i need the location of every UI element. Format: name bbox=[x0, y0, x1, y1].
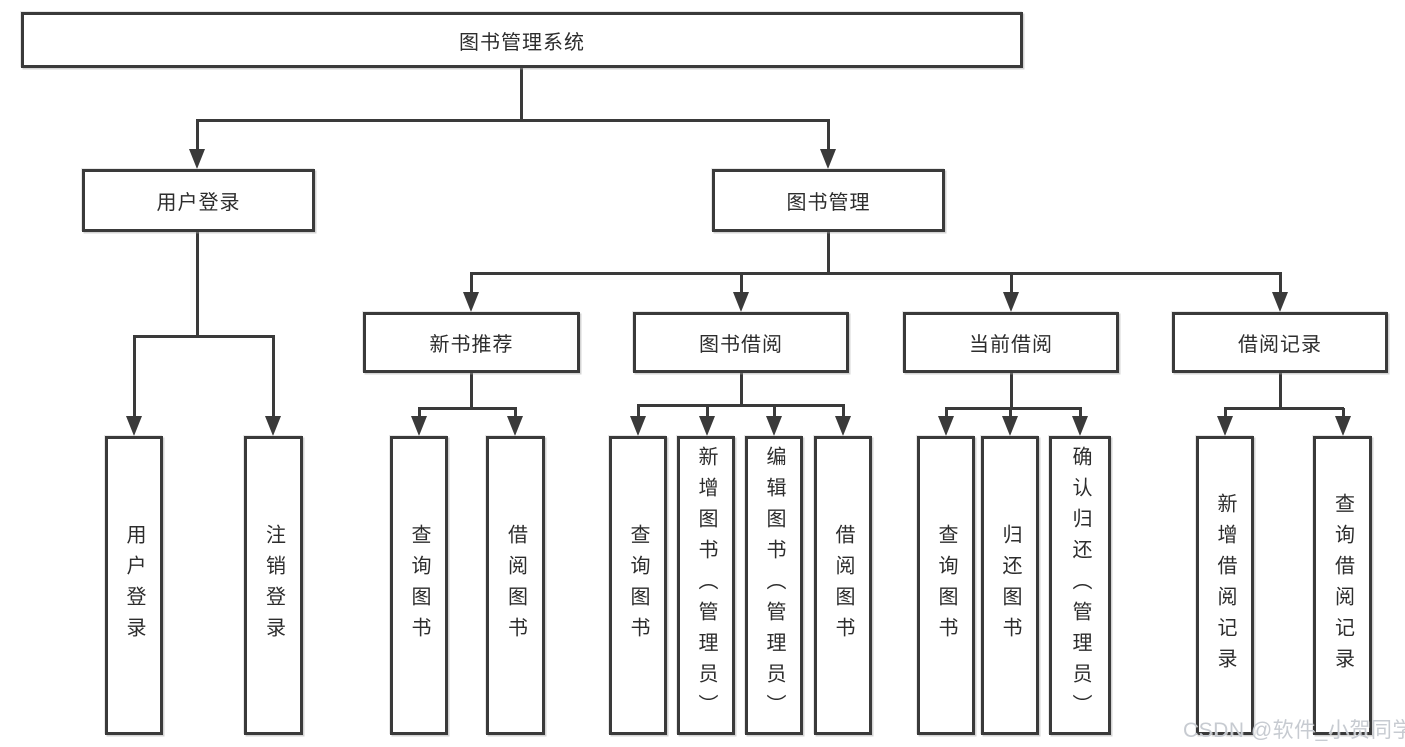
leaf-logout: 注销登录 bbox=[244, 436, 303, 735]
arrow-down-icon bbox=[820, 149, 836, 169]
connector-line bbox=[417, 408, 421, 416]
connector-line bbox=[1278, 373, 1282, 408]
connector-line bbox=[826, 120, 830, 149]
connector-line bbox=[1009, 273, 1013, 292]
node-book-management-label: 图书管理 bbox=[786, 192, 871, 214]
leaf-confirm-return-admin: 确认归还（管理员） bbox=[1049, 436, 1111, 735]
leaf-query-borrow-record: 查询借阅记录 bbox=[1313, 436, 1372, 735]
node-borrowing-records-label: 借阅记录 bbox=[1238, 334, 1322, 356]
watermark: CSDN @软件_小贺同学 bbox=[1183, 719, 1405, 742]
connector-line bbox=[636, 405, 640, 416]
connector-line bbox=[1078, 408, 1082, 416]
leaf-return-books-label: 归还图书 bbox=[999, 523, 1021, 648]
arrow-down-icon bbox=[265, 416, 281, 436]
arrow-down-icon bbox=[699, 416, 715, 436]
leaf-query-books-current-label: 查询图书 bbox=[935, 523, 957, 648]
arrow-down-icon bbox=[835, 416, 851, 436]
leaf-query-books-current: 查询图书 bbox=[917, 436, 975, 735]
leaf-add-book-admin-label: 新增图书（管理员） bbox=[695, 446, 717, 725]
connector-line bbox=[1223, 408, 1227, 416]
leaf-add-book-admin: 新增图书（管理员） bbox=[677, 436, 735, 735]
node-book-management: 图书管理 bbox=[712, 169, 945, 232]
arrow-down-icon bbox=[733, 292, 749, 312]
connector-line bbox=[519, 68, 523, 120]
node-book-borrowing: 图书借阅 bbox=[633, 312, 849, 373]
connector-line bbox=[705, 405, 709, 416]
arrow-down-icon bbox=[189, 149, 205, 169]
arrow-down-icon bbox=[630, 416, 646, 436]
arrow-down-icon bbox=[1272, 292, 1288, 312]
connector-line bbox=[418, 406, 517, 410]
leaf-edit-book-admin-label: 编辑图书（管理员） bbox=[763, 446, 785, 725]
connector-line bbox=[1009, 373, 1013, 408]
connector-line bbox=[1008, 408, 1012, 416]
connector-line bbox=[469, 273, 473, 292]
connector-line bbox=[826, 232, 830, 273]
leaf-logout-label: 注销登录 bbox=[262, 523, 285, 648]
connector-line bbox=[1224, 406, 1344, 410]
leaf-query-books-recommend: 查询图书 bbox=[390, 436, 448, 735]
arrow-down-icon bbox=[507, 416, 523, 436]
node-current-borrowing: 当前借阅 bbox=[903, 312, 1119, 373]
arrow-down-icon bbox=[1002, 416, 1018, 436]
node-root: 图书管理系统 bbox=[21, 12, 1023, 68]
node-borrowing-records: 借阅记录 bbox=[1172, 312, 1388, 373]
node-book-borrowing-label: 图书借阅 bbox=[699, 334, 783, 356]
connector-line bbox=[637, 403, 845, 407]
connector-line bbox=[196, 118, 830, 122]
arrow-down-icon bbox=[411, 416, 427, 436]
connector-line bbox=[133, 334, 275, 338]
arrow-down-icon bbox=[766, 416, 782, 436]
connector-line bbox=[739, 273, 743, 292]
leaf-confirm-return-admin-label: 确认归还（管理员） bbox=[1069, 446, 1091, 725]
connector-line bbox=[513, 408, 517, 416]
connector-line bbox=[195, 232, 199, 336]
node-root-label: 图书管理系统 bbox=[459, 31, 585, 54]
arrow-down-icon bbox=[1072, 416, 1088, 436]
arrow-down-icon bbox=[1335, 416, 1351, 436]
node-new-book-recommend: 新书推荐 bbox=[363, 312, 580, 373]
node-current-borrowing-label: 当前借阅 bbox=[969, 334, 1053, 356]
leaf-add-borrow-record: 新增借阅记录 bbox=[1196, 436, 1254, 735]
leaf-borrow-books-borrowing-label: 借阅图书 bbox=[832, 523, 854, 648]
leaf-borrow-books-borrowing: 借阅图书 bbox=[814, 436, 872, 735]
leaf-query-books-borrowing: 查询图书 bbox=[609, 436, 667, 735]
connector-line bbox=[195, 120, 199, 149]
leaf-query-books-borrowing-label: 查询图书 bbox=[627, 523, 649, 648]
leaf-edit-book-admin: 编辑图书（管理员） bbox=[745, 436, 803, 735]
connector-line bbox=[1341, 408, 1345, 416]
leaf-user-login-label: 用户登录 bbox=[123, 523, 145, 648]
connector-line bbox=[772, 405, 776, 416]
leaf-borrow-books-recommend-label: 借阅图书 bbox=[504, 523, 527, 648]
arrow-down-icon bbox=[1003, 292, 1019, 312]
node-user-login-label: 用户登录 bbox=[156, 192, 241, 214]
connector-line bbox=[1278, 273, 1282, 292]
connector-line bbox=[132, 336, 136, 416]
leaf-return-books: 归还图书 bbox=[981, 436, 1039, 735]
connector-line bbox=[944, 408, 948, 416]
arrow-down-icon bbox=[938, 416, 954, 436]
arrow-down-icon bbox=[463, 292, 479, 312]
connector-line bbox=[469, 373, 473, 408]
leaf-query-books-recommend-label: 查询图书 bbox=[408, 523, 430, 648]
connector-line bbox=[271, 336, 275, 416]
leaf-query-borrow-record-label: 查询借阅记录 bbox=[1331, 492, 1354, 679]
connector-line bbox=[945, 406, 1082, 410]
node-user-login: 用户登录 bbox=[82, 169, 315, 232]
connector-line bbox=[470, 271, 1282, 275]
node-new-book-recommend-label: 新书推荐 bbox=[429, 334, 514, 356]
leaf-borrow-books-recommend: 借阅图书 bbox=[486, 436, 545, 735]
leaf-add-borrow-record-label: 新增借阅记录 bbox=[1214, 492, 1236, 679]
arrow-down-icon bbox=[126, 416, 142, 436]
connector-line bbox=[841, 405, 845, 416]
connector-line bbox=[739, 373, 743, 405]
arrow-down-icon bbox=[1217, 416, 1233, 436]
leaf-user-login: 用户登录 bbox=[105, 436, 163, 735]
